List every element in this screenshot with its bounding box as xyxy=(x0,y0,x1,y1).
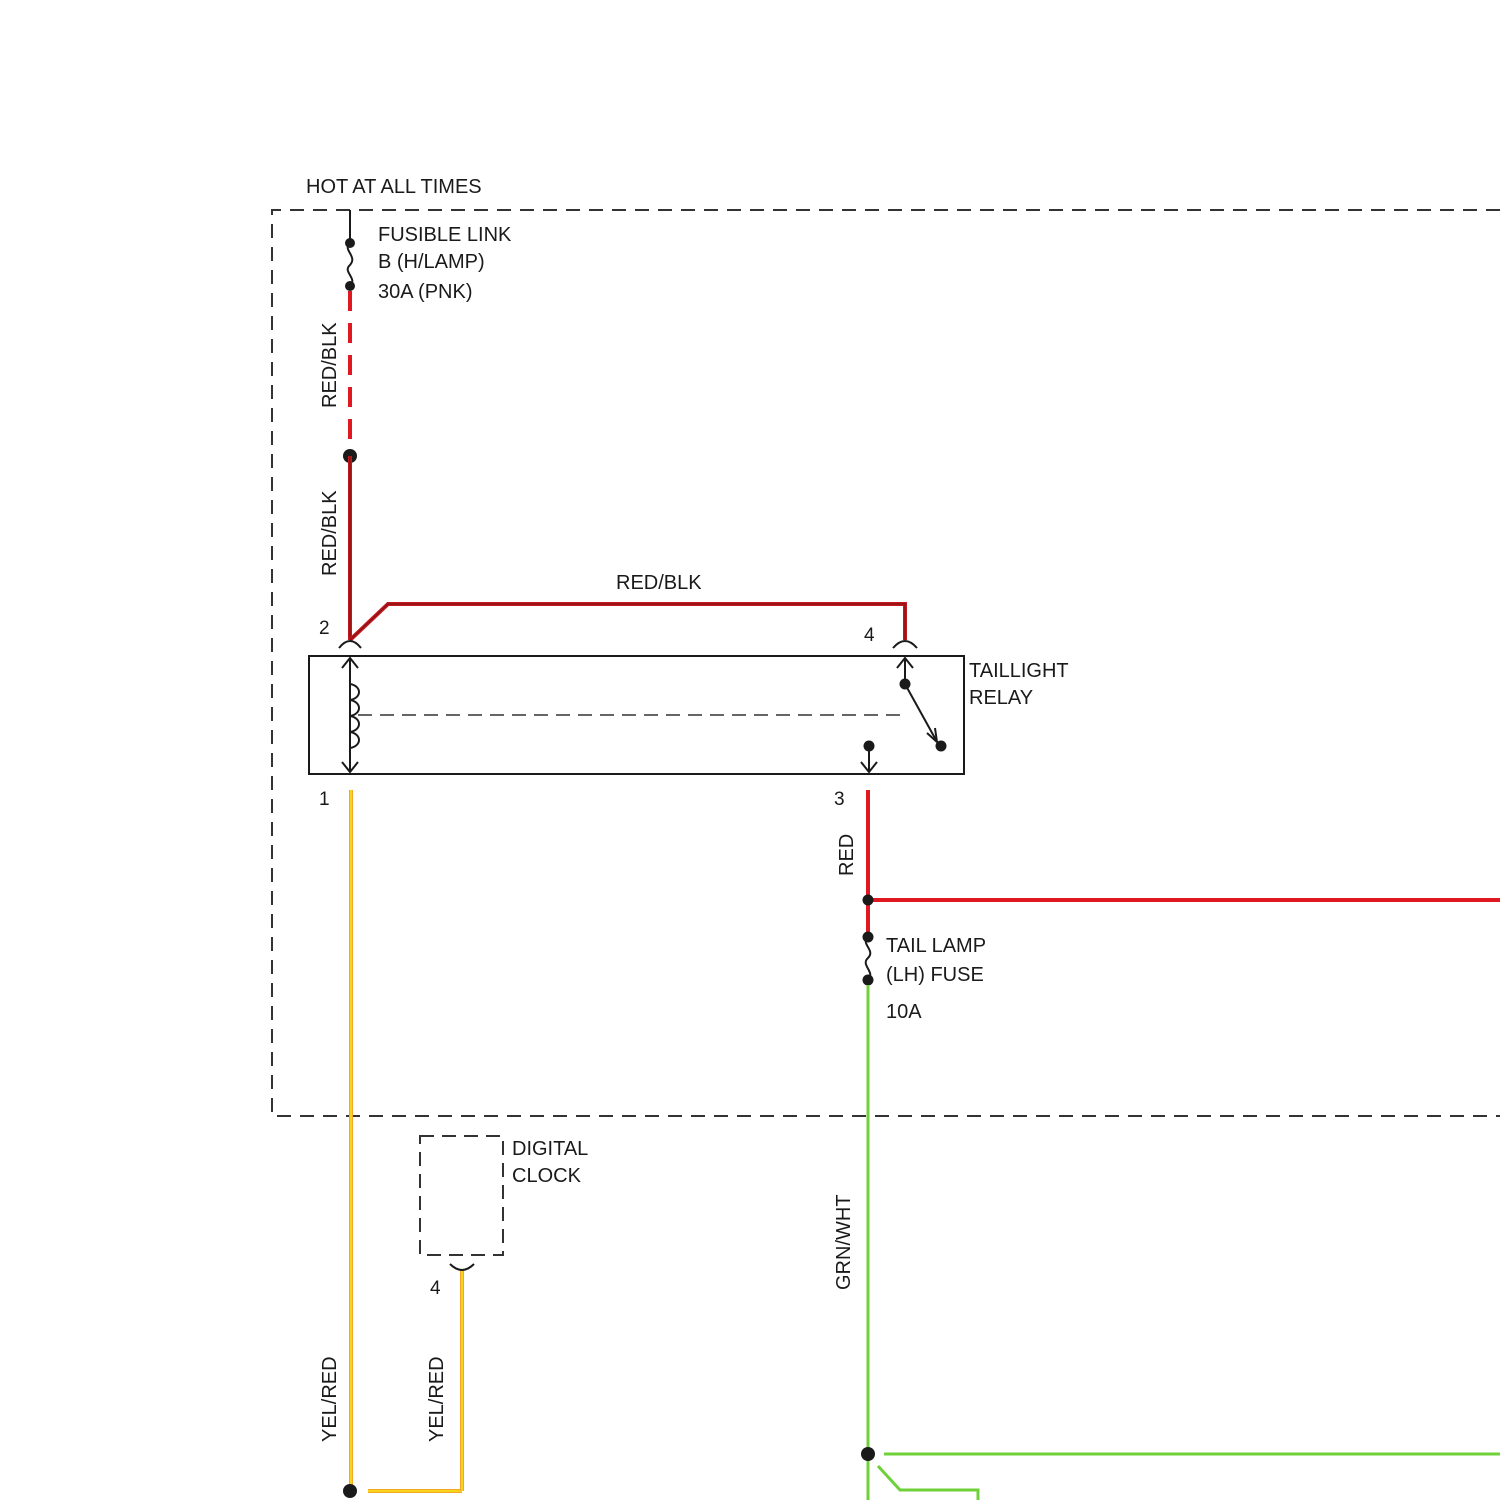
red-blk-wire-label-3: RED/BLK xyxy=(616,572,702,594)
taillight-relay-label-2: RELAY xyxy=(969,687,1033,709)
clock-pin-4-connector xyxy=(450,1264,474,1270)
relay-pin-1-label: 1 xyxy=(319,789,330,810)
yel-red-splice-dot xyxy=(343,1484,357,1498)
yel-red-wire-label-1: YEL/RED xyxy=(319,1356,341,1442)
clock-pin-4-label: 4 xyxy=(430,1278,441,1299)
tail-lamp-fuse xyxy=(863,932,874,986)
digital-clock-label-1: DIGITAL xyxy=(512,1138,588,1160)
taillight-relay-label-1: TAILLIGHT xyxy=(969,660,1069,682)
relay-pin-2-connector xyxy=(339,641,361,648)
hot-at-all-times-label: HOT AT ALL TIMES xyxy=(306,176,482,198)
red-blk-wire-label-2: RED/BLK xyxy=(319,490,341,576)
relay-coil xyxy=(342,658,359,772)
fusible-link-label-2: B (H/LAMP) xyxy=(378,251,485,273)
relay-pin-4-label: 4 xyxy=(864,625,875,646)
relay-pin-3-label: 3 xyxy=(834,789,845,810)
red-blk-wire-label-1: RED/BLK xyxy=(319,322,341,408)
yel-red-wire-label-2: YEL/RED xyxy=(426,1356,448,1442)
digital-clock xyxy=(420,1136,503,1255)
grn-wht-wire-label: GRN/WHT xyxy=(833,1194,855,1290)
grn-wht-wire-branch-2 xyxy=(878,1466,978,1500)
tail-lamp-fuse-label-3: 10A xyxy=(886,1001,922,1023)
fusible-link xyxy=(345,210,355,291)
digital-clock-label-2: CLOCK xyxy=(512,1165,582,1187)
relay-switch-contact xyxy=(864,741,875,752)
fusible-link-label-1: FUSIBLE LINK xyxy=(378,224,512,246)
relay-switch-contact-open xyxy=(936,741,947,752)
tail-lamp-fuse-label-2: (LH) FUSE xyxy=(886,964,984,986)
grn-wht-splice-dot xyxy=(861,1447,875,1461)
relay-switch-pivot xyxy=(900,679,911,690)
relay-pin-4-connector xyxy=(893,641,917,648)
fusible-link-label-3: 30A (PNK) xyxy=(378,281,472,303)
relay-pin-2-label: 2 xyxy=(319,618,330,639)
red-wire-label: RED xyxy=(836,834,858,876)
tail-lamp-fuse-label-1: TAIL LAMP xyxy=(886,935,986,957)
red-blk-wire-to-pin-4 xyxy=(350,604,905,640)
red-splice-dot xyxy=(863,895,874,906)
